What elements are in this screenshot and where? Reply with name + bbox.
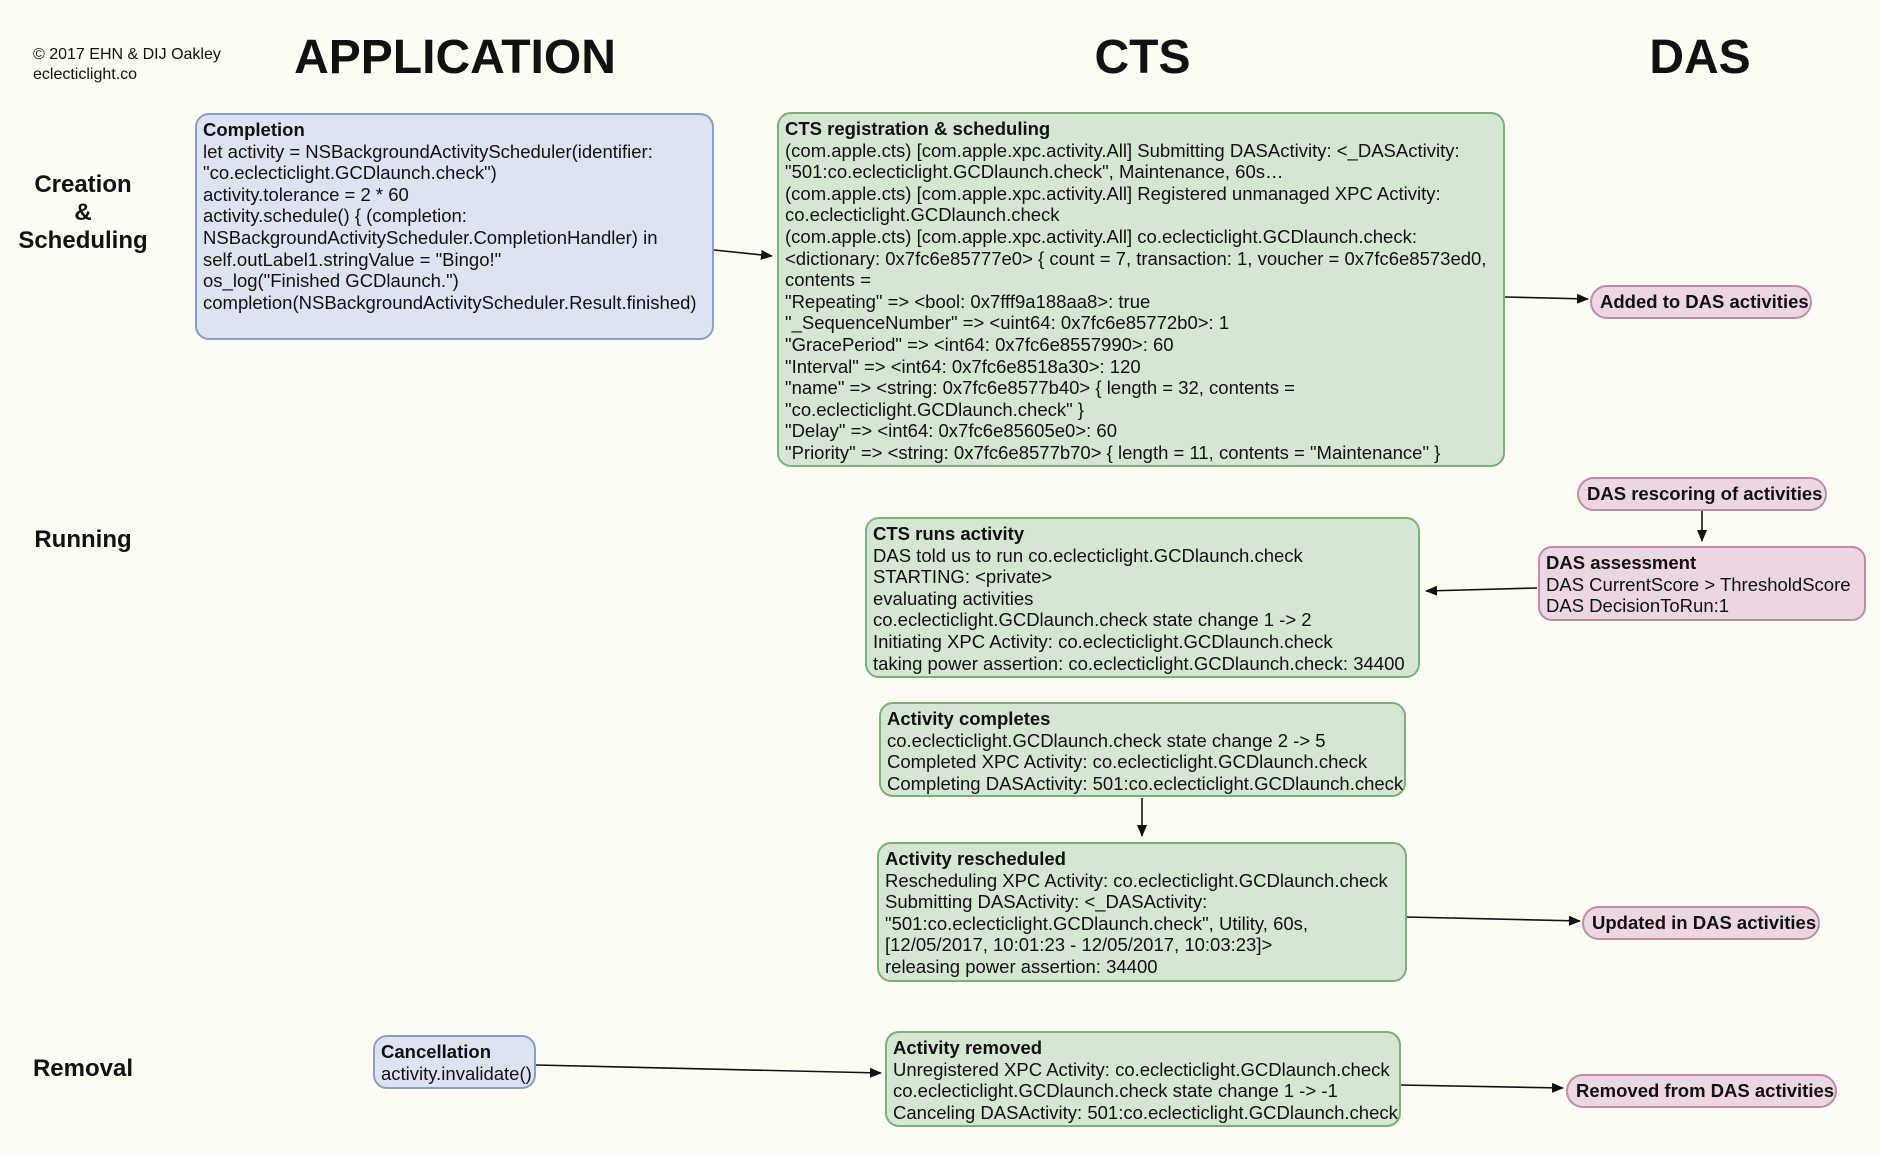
cts-registration-title: CTS registration & scheduling [785, 118, 1051, 139]
das-assessment-title: DAS assessment [1546, 552, 1697, 573]
copyright-notice: © 2017 EHN & DIJ Oakley eclecticlight.co [33, 46, 221, 83]
log-line: Completed XPC Activity: co.eclecticlight… [887, 751, 1368, 773]
log-line: co.eclecticlight.GCDlaunch.check state c… [873, 609, 1312, 631]
log-line: Completing DASActivity: 501:co.eclecticl… [887, 772, 1404, 794]
updated-in-das-pill: Updated in DAS activities [1582, 906, 1820, 940]
cancellation-box: Cancellation activity.invalidate() [373, 1035, 536, 1089]
log-line: co.eclecticlight.GCDlaunch.check state c… [887, 729, 1326, 751]
cts-runs-title: CTS runs activity [873, 523, 1025, 544]
log-line: Canceling DASActivity: 501:co.eclecticli… [893, 1101, 1398, 1123]
log-line: "co.eclecticlight.GCDlaunch.check" } [785, 398, 1084, 420]
activity-completes-box: Activity completes co.eclecticlight.GCDl… [879, 702, 1406, 797]
log-line: (com.apple.cts) [com.apple.xpc.activity.… [785, 139, 1460, 161]
log-line: releasing power assertion: 34400 [885, 955, 1158, 977]
log-line: co.eclecticlight.GCDlaunch.check state c… [893, 1080, 1338, 1102]
completion-title: Completion [203, 119, 305, 140]
cts-runs-activity-box: CTS runs activity DAS told us to run co.… [865, 517, 1420, 678]
code-line: NSBackgroundActivityScheduler.Completion… [203, 226, 658, 248]
arrow-assessment-to-runs [1425, 585, 1538, 596]
cancellation-title: Cancellation [381, 1041, 491, 1062]
activity-rescheduled-box: Activity rescheduled Rescheduling XPC Ac… [877, 842, 1407, 982]
activity-removed-box: Activity removed Unregistered XPC Activi… [885, 1031, 1401, 1127]
log-line: "name" => <string: 0x7fc6e8577b40> { len… [785, 377, 1295, 399]
arrow-removed-to-das [1399, 1082, 1564, 1093]
log-line: "501:co.eclecticlight.GCDlaunch.check", … [885, 912, 1309, 934]
activity-completes-title: Activity completes [887, 708, 1051, 729]
code-line: activity.schedule() { (completion: [203, 205, 467, 227]
code-line: self.outLabel1.stringValue = "Bingo!" [203, 248, 502, 270]
log-line: DAS told us to run co.eclecticlight.GCDl… [873, 544, 1303, 566]
log-line: "GracePeriod" => <int64: 0x7fc6e8557990>… [785, 333, 1174, 355]
log-line: STARTING: <private> [873, 566, 1053, 588]
row-header-running: Running [34, 526, 132, 553]
log-line: "_SequenceNumber" => <uint64: 0x7fc6e857… [785, 312, 1230, 334]
column-header-das: DAS [1649, 31, 1751, 84]
log-line: contents = [785, 269, 871, 291]
log-line: co.eclecticlight.GCDlaunch.check [785, 204, 1060, 226]
das-assessment-box: DAS assessment DAS CurrentScore > Thresh… [1538, 546, 1866, 621]
code-line: os_log("Finished GCDlaunch.") [203, 270, 459, 292]
log-line: Initiating XPC Activity: co.eclecticligh… [873, 630, 1333, 652]
log-line: Submitting DASActivity: <_DASActivity: [885, 891, 1208, 913]
arrow-cts-to-added [1504, 293, 1589, 304]
column-header-cts: CTS [1094, 31, 1191, 84]
arrow-completion-to-cts [713, 249, 773, 260]
arrow-rescheduled-to-updated [1405, 915, 1581, 926]
das-line: DAS CurrentScore > ThresholdScore [1546, 573, 1851, 595]
code-line: "co.eclecticlight.GCDlaunch.check") [203, 162, 497, 184]
row-header-removal: Removal [32, 1055, 134, 1082]
activity-removed-title: Activity removed [893, 1037, 1043, 1058]
row-header-creation: Creation & Scheduling [18, 171, 148, 254]
column-header-application: APPLICATION [294, 31, 616, 84]
code-line: activity.invalidate() [381, 1062, 532, 1084]
log-line: "501:co.eclecticlight.GCDlaunch.check", … [785, 161, 1284, 183]
log-line: "Repeating" => <bool: 0x7fff9a188aa8>: t… [785, 290, 1151, 312]
das-line: DAS DecisionToRun:1 [1546, 595, 1730, 617]
code-line: let activity = NSBackgroundActivitySched… [203, 140, 653, 162]
log-line: (com.apple.cts) [com.apple.xpc.activity.… [785, 225, 1417, 247]
log-line: evaluating activities [873, 587, 1034, 609]
log-line: taking power assertion: co.eclecticlight… [873, 652, 1405, 674]
log-line: (com.apple.cts) [com.apple.xpc.activity.… [785, 182, 1441, 204]
log-line: <dictionary: 0x7fc6e85777e0> { count = 7… [785, 247, 1487, 269]
das-rescoring-pill: DAS rescoring of activities [1577, 477, 1827, 511]
log-line: Rescheduling XPC Activity: co.eclecticli… [885, 869, 1388, 891]
log-line: "Priority" => <string: 0x7fc6e8577b70> {… [785, 441, 1441, 463]
code-line: activity.tolerance = 2 * 60 [203, 183, 409, 205]
completion-box: Completion let activity = NSBackgroundAc… [195, 113, 714, 340]
activity-rescheduled-title: Activity rescheduled [885, 848, 1066, 869]
added-to-das-pill: Added to DAS activities [1590, 285, 1812, 319]
log-line: [12/05/2017, 10:01:23 - 12/05/2017, 10:0… [885, 934, 1273, 956]
log-line: "Interval" => <int64: 0x7fc6e8518a30>: 1… [785, 355, 1141, 377]
arrow-cancellation-to-removed [535, 1064, 882, 1078]
log-line: Unregistered XPC Activity: co.eclecticli… [893, 1058, 1390, 1080]
cts-registration-box: CTS registration & scheduling (com.apple… [777, 112, 1505, 467]
removed-from-das-pill: Removed from DAS activities [1566, 1074, 1837, 1108]
log-line: "Delay" => <int64: 0x7fc6e85605e0>: 60 [785, 420, 1117, 442]
code-line: completion(NSBackgroundActivityScheduler… [203, 291, 697, 313]
